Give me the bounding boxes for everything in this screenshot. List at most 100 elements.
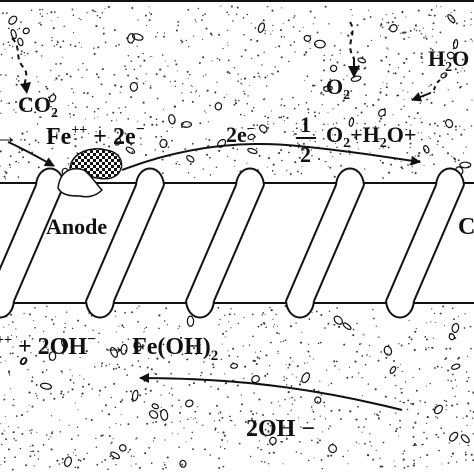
concrete-dot [350,90,353,93]
concrete-dot [226,395,228,397]
concrete-dot [429,137,431,140]
concrete-dot [340,32,342,34]
concrete-dot [198,62,201,64]
aggregate-pebble [151,403,160,410]
concrete-dot [250,410,253,413]
aggregate-pebble [184,399,194,408]
concrete-dot [262,312,265,314]
concrete-dot [150,13,153,16]
concrete-dot [191,86,193,88]
concrete-dot [323,123,325,126]
concrete-dot [112,438,114,440]
concrete-dot [156,380,159,383]
concrete-dot [121,324,124,327]
concrete-dot [26,411,28,413]
concrete-dot [62,393,65,396]
rib-bottom-hump [0,300,15,319]
concrete-dot [252,140,255,142]
concrete-dot [121,399,124,401]
concrete-dot [271,170,274,172]
concrete-dot [460,85,463,88]
concrete-dot [115,331,117,333]
concrete-dot [156,357,159,360]
concrete-dot [352,328,355,331]
concrete-dot [430,321,432,323]
concrete-dot [11,352,14,355]
concrete-dot [69,378,72,382]
concrete-dot [289,356,292,359]
concrete-dot [274,66,276,68]
concrete-dot [250,38,253,41]
concrete-dot [450,380,453,382]
concrete-dot [31,337,34,340]
concrete-dot [190,437,193,440]
concrete-dot [30,432,32,434]
concrete-dot [270,341,272,344]
concrete-dot [87,132,89,134]
concrete-dot [118,107,120,109]
concrete-dot [394,397,397,399]
concrete-dot [431,28,434,30]
concrete-dot [346,376,349,379]
concrete-dot [292,360,294,362]
concrete-dot [130,465,132,467]
concrete-dot [221,438,224,442]
concrete-dot [42,443,45,446]
concrete-dot [3,398,6,401]
concrete-dot [317,342,320,345]
concrete-dot [139,137,142,140]
concrete-dot [425,385,427,387]
aggregate-pebble [230,363,239,369]
concrete-dot [244,421,247,423]
concrete-dot [145,326,148,329]
concrete-dot [275,46,277,48]
concrete-dot [219,446,222,448]
concrete-dot [236,128,238,130]
concrete-dot [291,396,293,399]
concrete-dot [293,41,296,43]
concrete-dot [42,399,45,402]
concrete-dot [450,455,453,458]
concrete-dot [470,24,472,26]
concrete-dot [31,429,33,431]
concrete-dot [36,76,38,78]
concrete-dot [153,437,156,439]
concrete-dot [56,459,59,462]
concrete-dot [15,439,17,442]
concrete-dot [253,76,256,79]
concrete-dot [288,60,290,63]
concrete-dot [50,20,52,22]
concrete-dot [314,140,316,143]
concrete-dot [144,153,147,157]
concrete-dot [74,145,77,148]
concrete-dot [150,368,153,371]
concrete-dot [425,37,428,40]
concrete-dot [249,85,251,87]
concrete-dot [414,172,417,175]
concrete-dot [392,72,395,75]
concrete-dot [86,92,89,95]
concrete-dot [209,358,211,360]
concrete-dot [85,418,87,420]
concrete-dot [372,317,375,320]
concrete-dot [361,377,363,379]
concrete-dot [191,142,194,145]
concrete-dot [469,410,472,412]
concrete-dot [237,73,239,75]
concrete-dot [367,383,370,385]
concrete-dot [290,385,293,387]
concrete-dot [76,152,79,155]
concrete-dot [280,35,283,38]
concrete-dot [391,21,394,24]
rib-bottom-hump [285,300,315,319]
concrete-dot [433,312,436,315]
concrete-dot [441,366,443,369]
concrete-dot [313,111,316,114]
concrete-dot [399,419,401,422]
concrete-dot [267,116,270,119]
concrete-dot [79,374,81,376]
concrete-dot [0,165,1,167]
concrete-dot [217,387,219,389]
concrete-dot [56,40,59,43]
concrete-dot [98,332,100,335]
